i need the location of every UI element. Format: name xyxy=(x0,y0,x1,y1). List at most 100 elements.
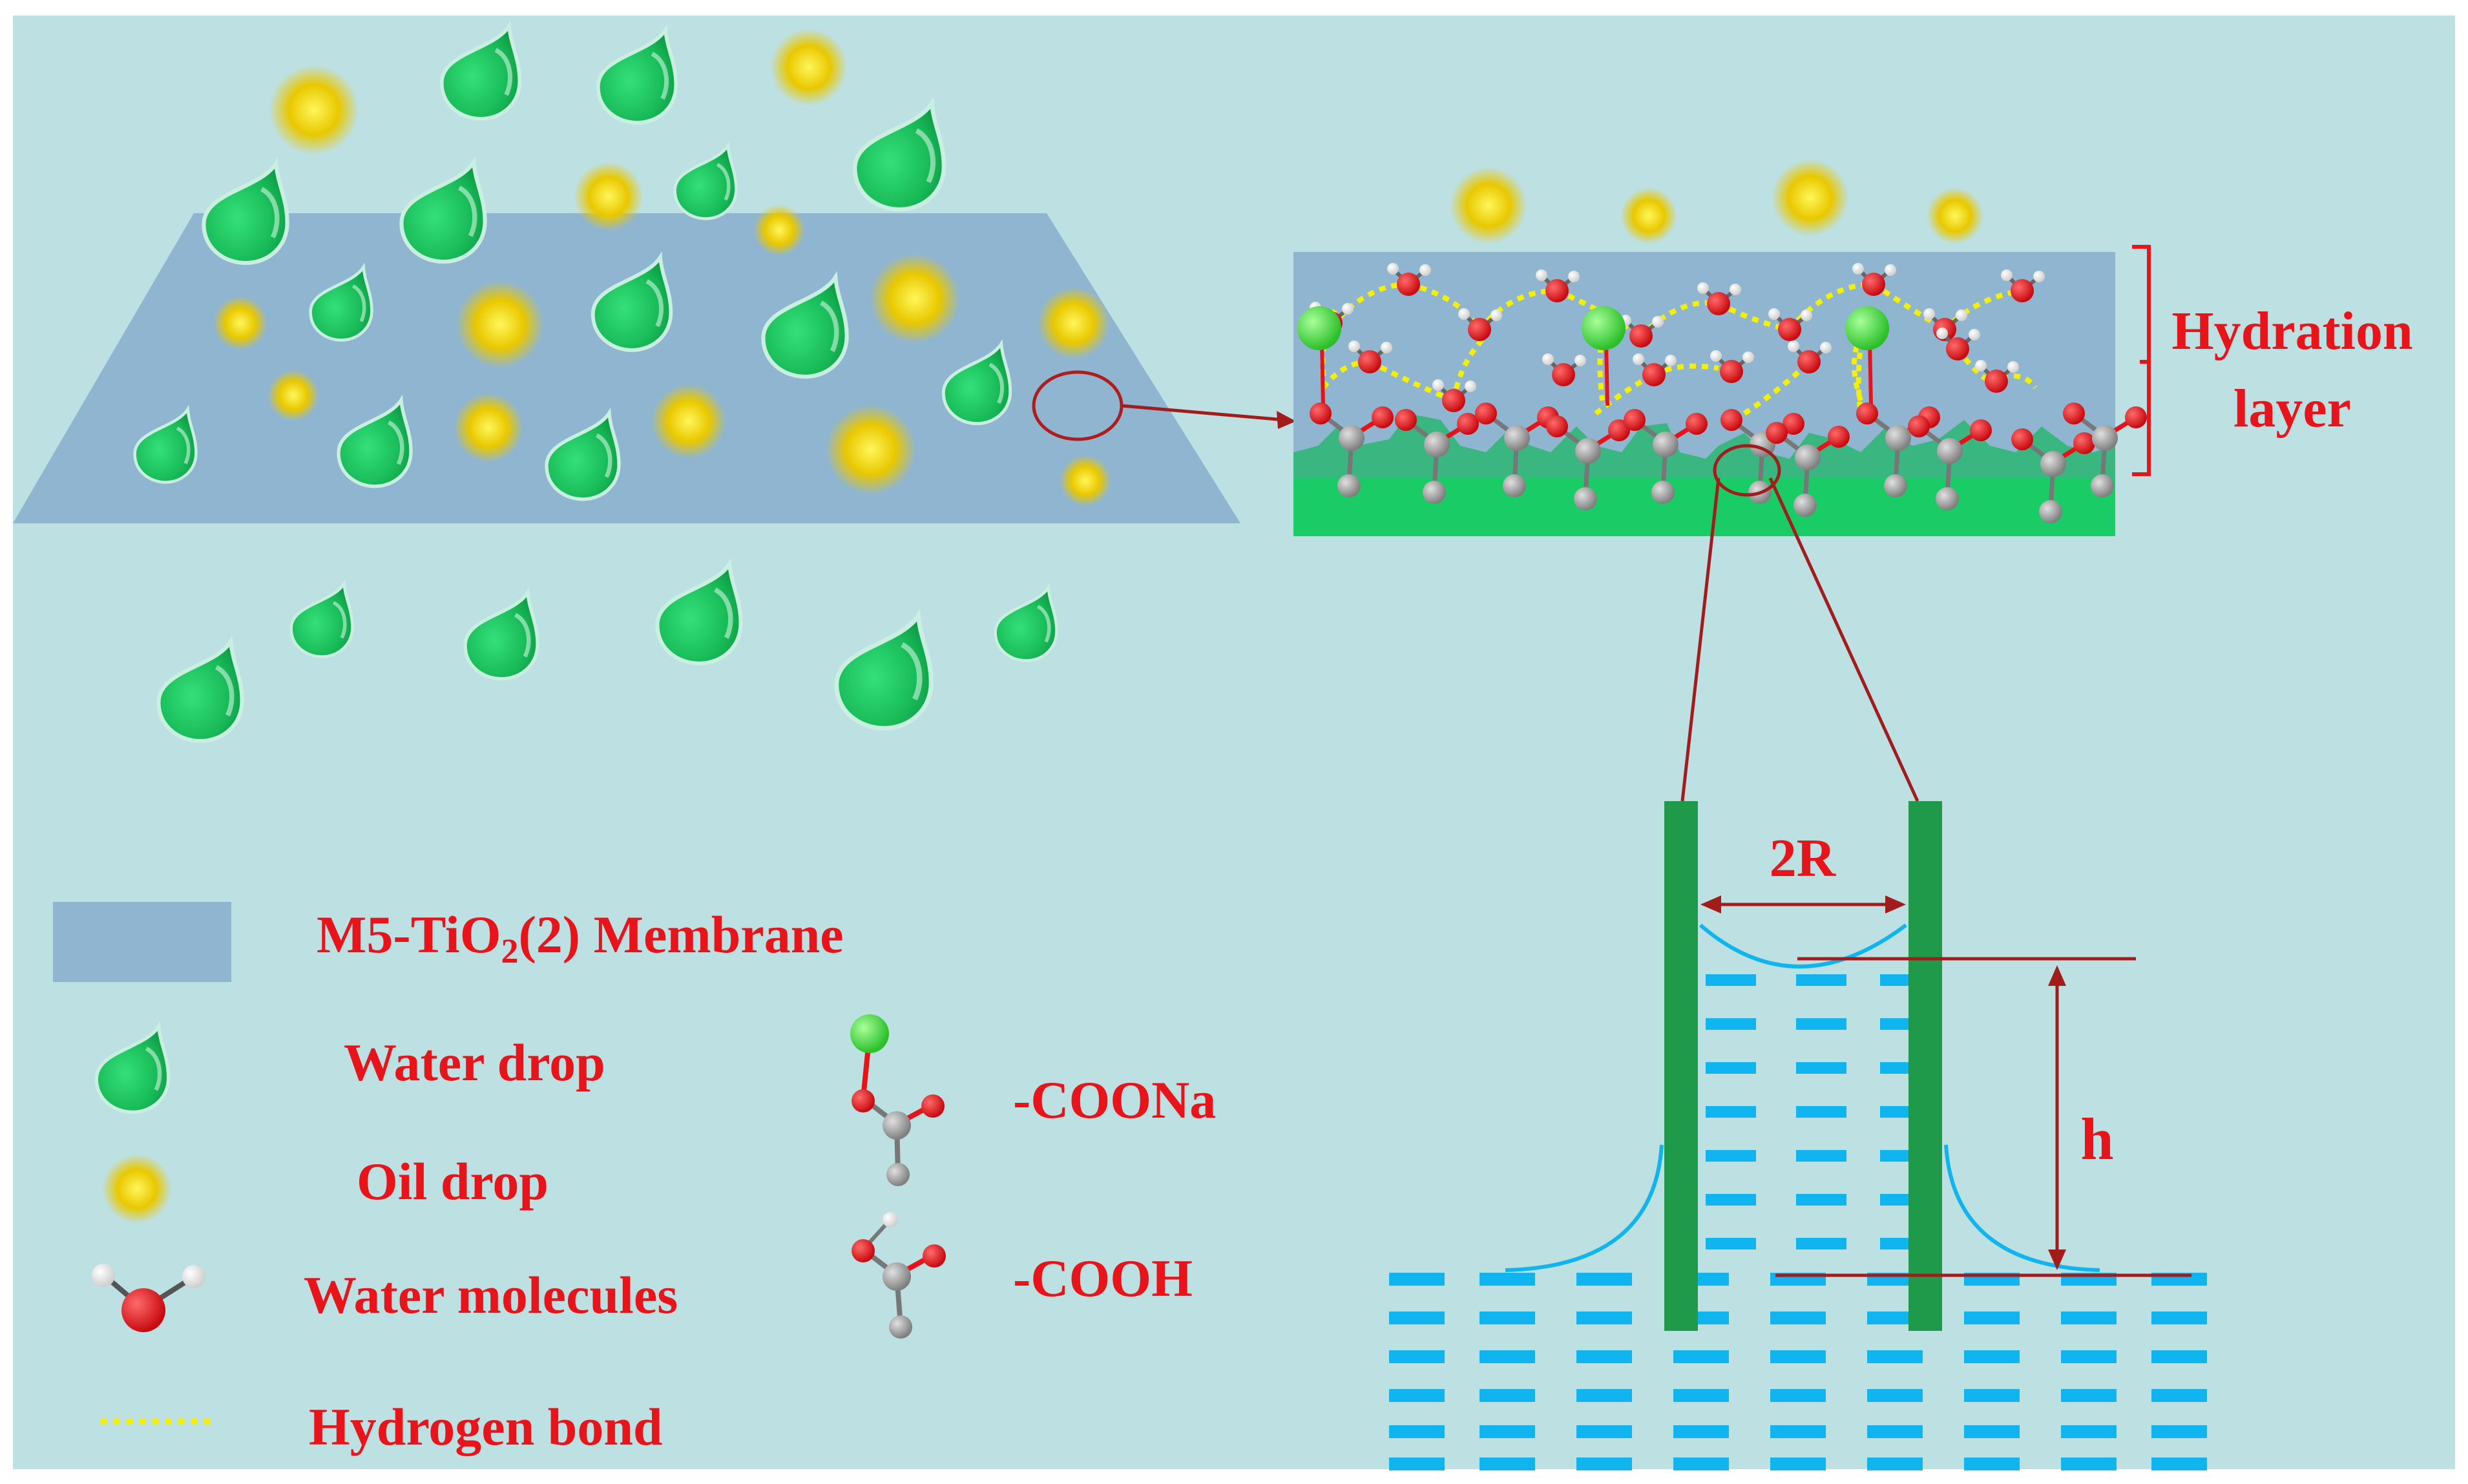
liquid-dash xyxy=(1770,1350,1826,1363)
na-o-bond xyxy=(1320,340,1325,406)
liquid-dash xyxy=(1867,1350,1923,1363)
liquid-dash xyxy=(1576,1350,1632,1363)
liquid-dash xyxy=(1964,1425,2020,1438)
oxygen-atom xyxy=(1629,324,1653,348)
liquid-dash xyxy=(1867,1425,1923,1438)
liquid-dash xyxy=(1480,1458,1535,1470)
oil-drop xyxy=(1060,455,1111,507)
liquid-dash xyxy=(1480,1425,1535,1438)
outer-meniscus-left xyxy=(1505,1144,1664,1272)
hydration-inset xyxy=(1293,252,2147,536)
hydrogen-bond-line xyxy=(1597,309,1610,401)
liquid-dash xyxy=(1796,1150,1846,1162)
sodium-atom xyxy=(1845,306,1889,350)
oxygen-atom xyxy=(2063,402,2085,424)
oil-drop xyxy=(213,296,267,350)
carbon-atom xyxy=(1936,487,1959,510)
liquid-dash xyxy=(1964,1312,2020,1324)
oil-drop-icon xyxy=(102,1154,172,1224)
oil-drop xyxy=(753,204,805,256)
liquid-dash xyxy=(1796,1238,1846,1249)
liquid-dash xyxy=(1576,1273,1632,1286)
na-o-bond xyxy=(1604,340,1609,406)
oxygen-atom xyxy=(1946,337,1969,361)
outer-meniscus-right xyxy=(1944,1144,2100,1272)
zoom-circle-pore xyxy=(1713,444,1781,497)
hydrogen-bond-line xyxy=(1856,315,1870,414)
carbon-atom xyxy=(1885,425,1911,451)
hydrogen-atom xyxy=(2001,269,2013,281)
oxygen-atom xyxy=(1686,413,1708,435)
hydrogen-atom xyxy=(1975,360,1987,371)
legend-coona-label: -COONa xyxy=(1013,1071,1216,1129)
oxygen-atom xyxy=(1797,350,1821,373)
hydrogen-atom xyxy=(1536,269,1547,281)
liquid-dash xyxy=(1673,1458,1729,1470)
hydrogen-atom xyxy=(1742,351,1754,363)
liquid-dash xyxy=(1389,1389,1445,1402)
hydration-layer-label-line1: Hydration xyxy=(2171,301,2412,361)
oxygen-atom xyxy=(2011,428,2033,450)
membrane-swatch xyxy=(53,902,231,982)
hydrogen-bond-line xyxy=(1989,373,2038,390)
oxygen-atom xyxy=(1862,273,1885,296)
hydrogen-bond-line xyxy=(1451,334,1488,401)
capillary-wall-left xyxy=(1664,801,1698,1331)
oxygen-atom xyxy=(1397,273,1420,296)
sodium-atom xyxy=(1582,306,1626,350)
hydrogen-atom xyxy=(1768,308,1780,320)
inset-molecules xyxy=(1297,263,2147,523)
hydrogen-atom xyxy=(1348,340,1360,352)
oil-drop xyxy=(651,384,726,459)
liquid-dash xyxy=(1964,1350,2020,1363)
height-arrow-bottom xyxy=(2048,1249,2066,1270)
sodium-atom xyxy=(1297,306,1341,350)
oxygen-atom xyxy=(1546,415,1568,437)
width-arrow-left xyxy=(1700,895,1721,914)
liquid-dash xyxy=(1964,1389,2020,1402)
oil-drop xyxy=(574,162,643,231)
hydrogen-atom xyxy=(1652,316,1664,328)
liquid-dash xyxy=(1706,1194,1756,1206)
cooh-group-icon xyxy=(852,1212,946,1339)
liquid-dash xyxy=(2061,1350,2117,1363)
liquid-dash xyxy=(1389,1273,1445,1286)
hydrogen-atom xyxy=(1342,303,1354,315)
liquid-dash xyxy=(1576,1389,1632,1402)
hydrogen-atom xyxy=(1697,282,1709,294)
membrane-base xyxy=(1293,478,2115,536)
liquid-dash xyxy=(1706,1018,1756,1030)
liquid-dash xyxy=(1867,1389,1923,1402)
oil-drop xyxy=(454,393,523,463)
coona-group-icon xyxy=(850,1014,945,1186)
na-o-bond xyxy=(1868,340,1873,406)
liquid-dash xyxy=(2061,1425,2117,1438)
hydrogen-atom xyxy=(1956,309,1967,321)
oxygen-atom xyxy=(2073,432,2095,454)
oxygen-atom xyxy=(1720,409,1742,431)
liquid-dash xyxy=(1576,1458,1632,1470)
membrane-sheet xyxy=(13,213,1240,523)
hydrogen-atom xyxy=(1665,355,1677,366)
height-arrow-top xyxy=(2048,965,2066,986)
capillary-height-label: h xyxy=(2080,1106,2113,1172)
liquid-dash xyxy=(1796,1194,1846,1206)
hydrogen-atom xyxy=(1465,381,1476,392)
liquid-dash xyxy=(1576,1425,1632,1438)
oxygen-atom xyxy=(1608,419,1630,441)
liquid-dash xyxy=(1770,1458,1826,1470)
carbon-atom xyxy=(2040,451,2066,477)
hydrogen-atom xyxy=(1801,309,1812,321)
oxygen-atom xyxy=(1457,413,1479,435)
oil-drop xyxy=(269,65,359,155)
hydrogen-atom xyxy=(1387,263,1399,275)
oil-drop xyxy=(267,370,319,421)
liquid-dash xyxy=(1796,1018,1846,1030)
liquid-dash xyxy=(1770,1389,1826,1402)
oxygen-atom xyxy=(2125,406,2147,428)
oxygen-atom xyxy=(1985,370,2008,393)
width-arrow-right xyxy=(1885,895,1906,914)
hydrogen-atom xyxy=(1381,342,1392,353)
legend-oil-drop-label: Oil drop xyxy=(357,1152,549,1211)
